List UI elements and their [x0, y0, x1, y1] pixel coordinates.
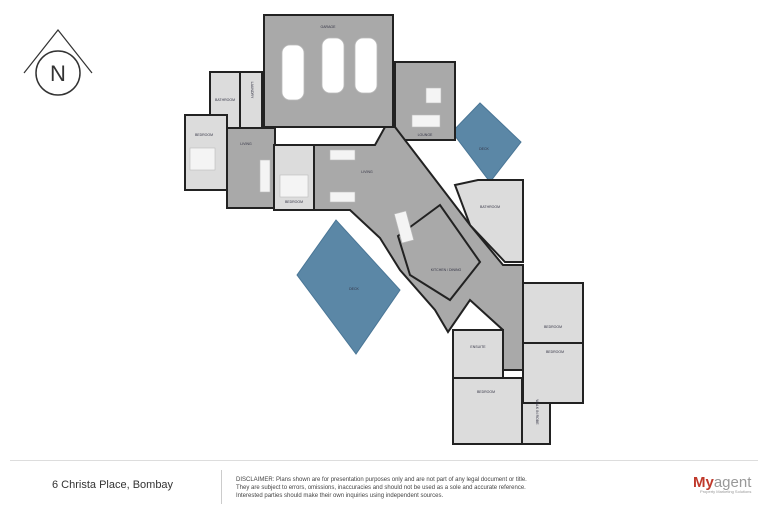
label-kitchen-dining: KITCHEN / DINING [431, 268, 462, 272]
room-labels: GARAGE LOUNGE BATHROOM LAUNDRY BEDROOM L… [195, 25, 564, 425]
bathroom-2 [453, 179, 524, 263]
logo-rest: agent [713, 474, 752, 491]
footer-separator [221, 470, 222, 504]
label-deck-2: DECK [349, 287, 359, 291]
label-bedroom-1: BEDROOM [195, 133, 213, 137]
walk-in-robe [521, 402, 551, 445]
disclaimer-line: DISCLAIMER: Plans shown are for presenta… [236, 477, 527, 483]
logo-tagline: Property Marketing Solutions [700, 489, 752, 494]
disclaimer-line: Interested parties should make their own… [236, 493, 444, 499]
label-laundry: LAUNDRY [250, 82, 254, 99]
property-address: 6 Christa Place, Bombay [52, 479, 174, 491]
compass: N [23, 29, 93, 96]
laundry [239, 71, 263, 129]
label-bedroom-2: BEDROOM [285, 200, 303, 204]
label-bedroom-3: BEDROOM [477, 390, 495, 394]
ensuite [452, 329, 504, 379]
bedroom-5 [522, 342, 584, 404]
label-bedroom-4: BEDROOM [544, 325, 562, 329]
label-bathroom-2: BATHROOM [480, 205, 500, 209]
deck-main [296, 219, 401, 355]
bedroom-4 [522, 282, 584, 344]
footer-divider [10, 460, 758, 461]
label-walk-in-robe: WALK IN ROBE [535, 399, 539, 425]
lounge [394, 61, 456, 141]
garage-cars [281, 37, 378, 101]
deck-top [451, 102, 522, 183]
myagent-logo: Myagent Property Marketing Solutions [693, 474, 751, 494]
disclaimer-line: They are subject to errors, omissions, i… [236, 485, 526, 491]
label-living-2: LIVING [361, 170, 373, 174]
compass-label: N [50, 61, 66, 86]
furniture [189, 87, 442, 244]
label-deck-1: DECK [479, 147, 489, 151]
logo-bold: My [693, 474, 714, 491]
bedroom-3 [452, 377, 523, 445]
disclaimer: DISCLAIMER: Plans shown are for presenta… [236, 476, 527, 500]
label-ensuite: ENSUITE [470, 345, 486, 349]
kitchen-dining [396, 203, 482, 302]
label-bathroom-1: BATHROOM [215, 98, 235, 102]
label-lounge: LOUNGE [418, 133, 433, 137]
label-garage: GARAGE [321, 25, 337, 29]
label-living-1: LIVING [240, 142, 252, 146]
label-bedroom-5: BEDROOM [546, 350, 564, 354]
